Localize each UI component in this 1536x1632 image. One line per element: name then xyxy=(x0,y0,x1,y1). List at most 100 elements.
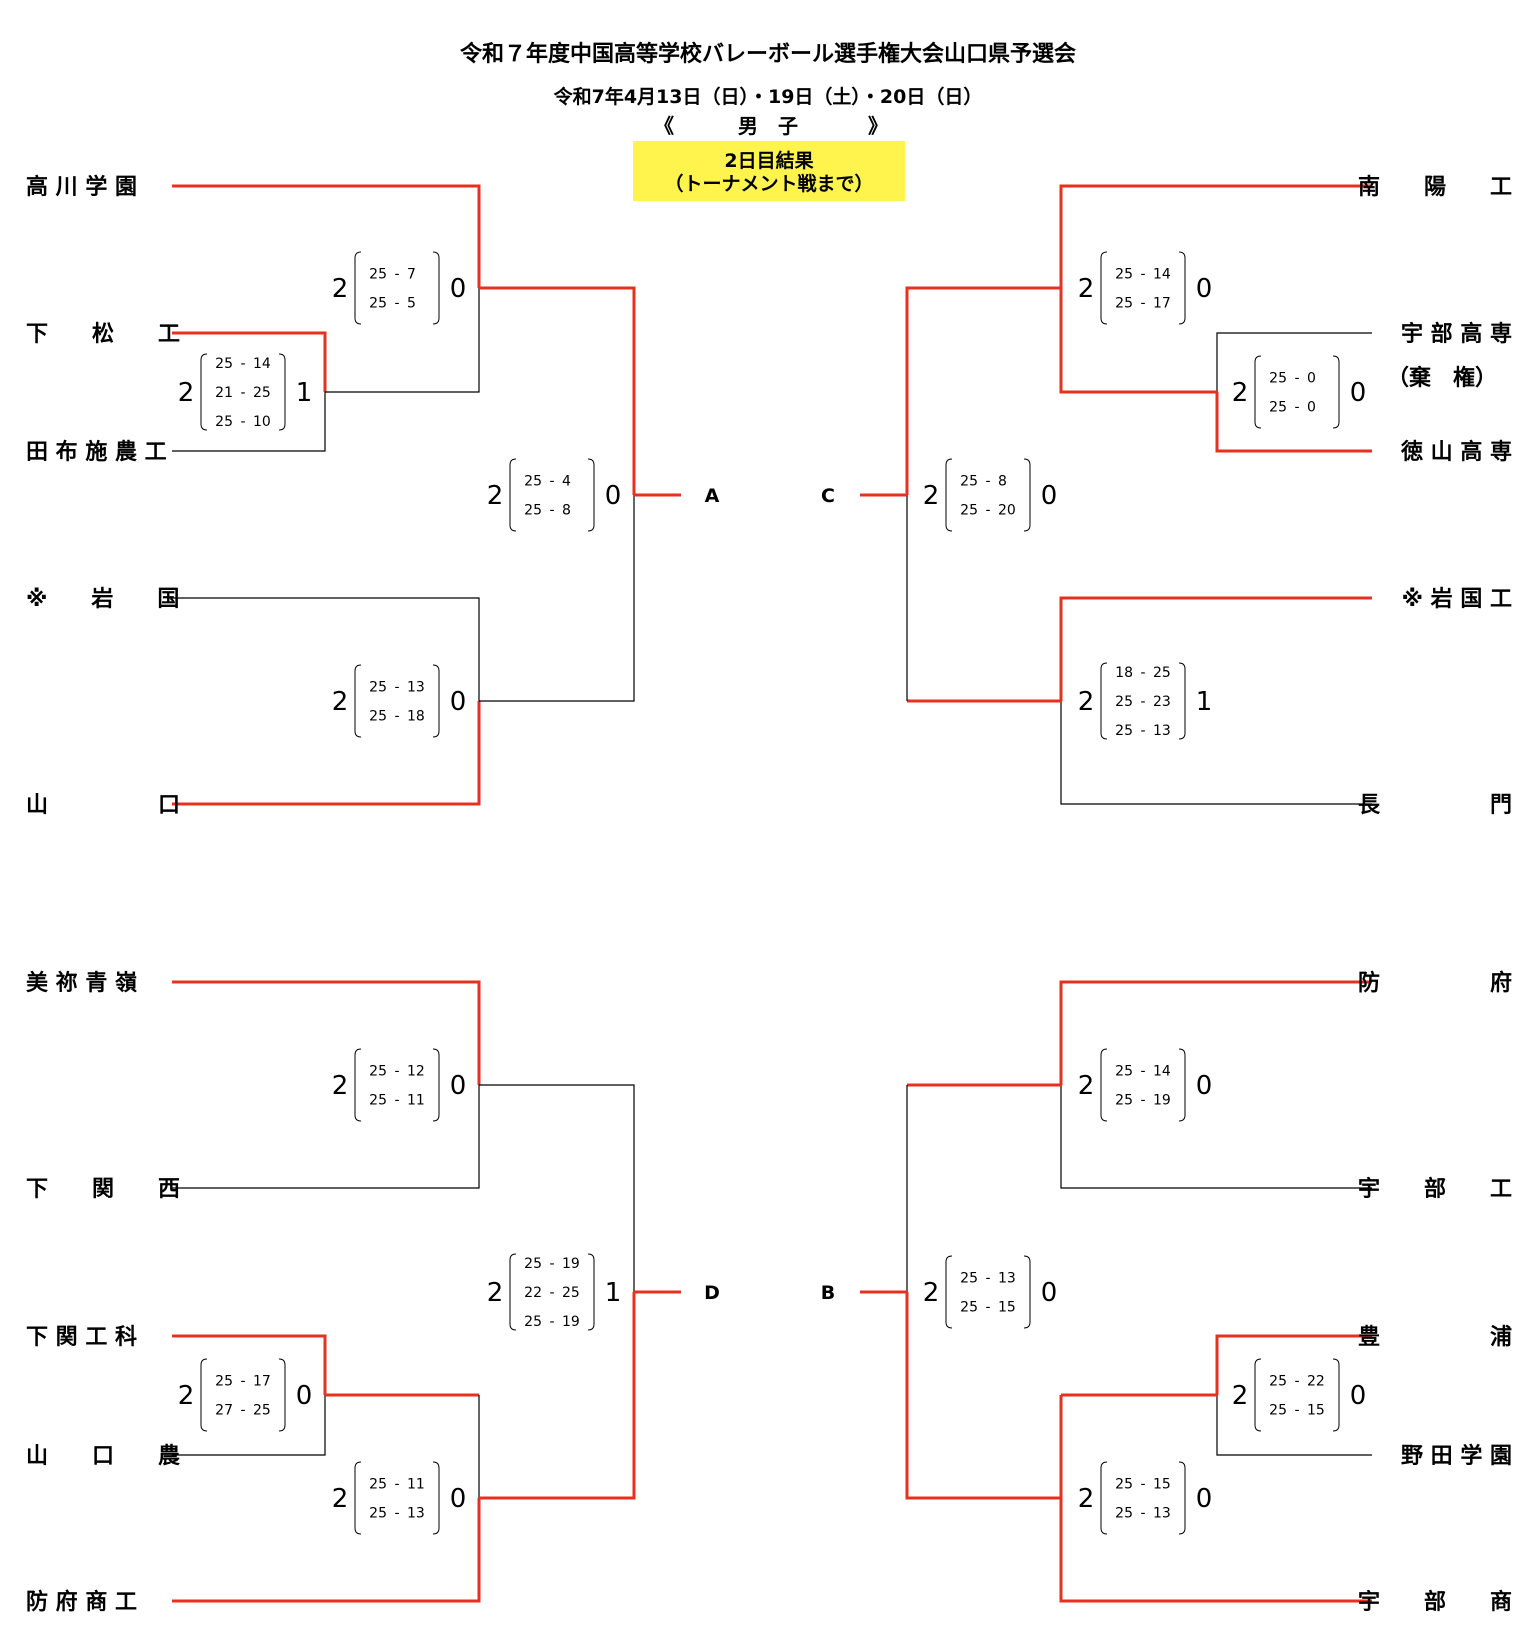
set-score-left: 25 xyxy=(369,296,387,312)
score-bracket-right xyxy=(432,1461,440,1535)
sets-won-right: 1 xyxy=(1196,687,1213,717)
set-score-left: 25 xyxy=(524,1256,542,1272)
bracket-lines xyxy=(172,184,1372,1603)
set-score-dash: - xyxy=(1294,1374,1299,1390)
score-bracket-right xyxy=(587,458,595,532)
line-hofu-shoko xyxy=(172,1498,481,1603)
banner-line-2: （トーナメント戦まで） xyxy=(664,172,873,195)
set-score-right: 8 xyxy=(562,503,571,519)
set-score-dash: - xyxy=(985,1271,990,1287)
team-right-3: 徳 山 高 専 xyxy=(1400,439,1512,465)
set-score-dash: - xyxy=(549,1314,554,1330)
set-score-left: 25 xyxy=(1115,267,1133,283)
line-tabuse xyxy=(172,392,326,452)
set-score-right: 15 xyxy=(1307,1403,1325,1419)
set-score-left: 25 xyxy=(1115,1477,1133,1493)
set-score-right: 11 xyxy=(407,1093,425,1109)
set-score-left: 25 xyxy=(369,1506,387,1522)
set-score-left: 25 xyxy=(369,1093,387,1109)
set-score-dash: - xyxy=(394,1064,399,1080)
block-label-d: D xyxy=(704,1282,720,1304)
sets-won-left: 2 xyxy=(332,1071,349,1101)
block-label-a: A xyxy=(705,485,720,507)
score-bracket-left xyxy=(1100,1048,1108,1122)
set-score-left: 25 xyxy=(1115,694,1133,710)
set-score-right: 7 xyxy=(407,267,416,283)
team-right-10: 宇 部 商 xyxy=(1358,1589,1512,1615)
line-tokuyama-adv xyxy=(1059,288,1217,394)
score-bracket-right xyxy=(278,353,286,431)
set-score-left: 21 xyxy=(215,385,233,401)
sets-won-left: 2 xyxy=(178,378,195,408)
line-iwakuni xyxy=(172,597,480,701)
line-nanyo-adv xyxy=(905,286,1061,495)
set-score-dash: - xyxy=(240,1374,245,1390)
score-bracket-left xyxy=(1100,251,1108,325)
score-bracket-left xyxy=(1254,355,1262,429)
set-score-right: 12 xyxy=(407,1064,425,1080)
line-ube-ko xyxy=(1060,1085,1372,1189)
set-score-left: 25 xyxy=(1269,1403,1287,1419)
set-score-right: 20 xyxy=(998,503,1016,519)
sets-won-right: 0 xyxy=(605,481,622,511)
set-score-left: 25 xyxy=(369,1477,387,1493)
line-ube-kosen xyxy=(1216,332,1372,392)
sets-won-left: 2 xyxy=(923,481,940,511)
set-score-right: 13 xyxy=(407,680,425,696)
set-score-dash: - xyxy=(549,1285,554,1301)
set-score-left: 25 xyxy=(1115,296,1133,312)
set-score-right: 11 xyxy=(407,1477,425,1493)
team-right-8: 豊 浦 xyxy=(1358,1324,1512,1350)
score-bracket-left xyxy=(509,1253,517,1331)
score-bracket-left xyxy=(354,664,362,738)
line-nanyo xyxy=(1059,184,1372,288)
set-score-left: 25 xyxy=(369,709,387,725)
team-right-4: ※ 岩 国 工 xyxy=(1402,587,1512,612)
set-score-right: 13 xyxy=(998,1271,1016,1287)
set-score-dash: - xyxy=(394,1093,399,1109)
sets-won-left: 2 xyxy=(1078,1071,1095,1101)
sets-won-right: 0 xyxy=(1350,1381,1367,1411)
score-bracket-left xyxy=(1254,1358,1262,1432)
score-bracket-left xyxy=(945,458,953,532)
sets-won-right: 0 xyxy=(296,1381,313,1411)
team-left-6: 美 祢 青 嶺 xyxy=(26,970,137,996)
set-score-right: 15 xyxy=(1153,1477,1171,1493)
set-score-dash: - xyxy=(1294,371,1299,387)
set-score-right: 14 xyxy=(1153,267,1171,283)
line-yamaguchi-no xyxy=(172,1395,326,1456)
set-score-dash: - xyxy=(1294,400,1299,416)
score-bracket-right xyxy=(1178,251,1186,325)
team-left-9: 山 口 農 xyxy=(26,1444,180,1469)
gender-bracket-open: 《 xyxy=(654,114,674,138)
sets-won-right: 0 xyxy=(450,687,467,717)
set-score-dash: - xyxy=(1140,296,1145,312)
set-score-left: 25 xyxy=(369,1064,387,1080)
set-score-left: 25 xyxy=(215,356,233,372)
set-score-left: 25 xyxy=(1269,400,1287,416)
set-score-dash: - xyxy=(394,709,399,725)
team-right-2: 宇 部 高 専 xyxy=(1401,321,1512,347)
page-title: 令和７年度中国高等学校バレーボール選手権大会山口県予選会 xyxy=(460,41,1076,67)
sets-won-right: 0 xyxy=(450,1071,467,1101)
set-score-left: 25 xyxy=(524,1314,542,1330)
set-score-dash: - xyxy=(549,474,554,490)
score-bracket-left xyxy=(509,458,517,532)
line-shimomatsu-adv xyxy=(325,288,480,393)
set-score-dash: - xyxy=(1140,1477,1145,1493)
team-left-1: 高 川 学 園 xyxy=(26,174,137,200)
sets-won-left: 2 xyxy=(332,1484,349,1514)
set-score-right: 13 xyxy=(1153,1506,1171,1522)
set-score-right: 4 xyxy=(562,474,571,490)
team-left-10: 防 府 商 工 xyxy=(26,1589,137,1615)
